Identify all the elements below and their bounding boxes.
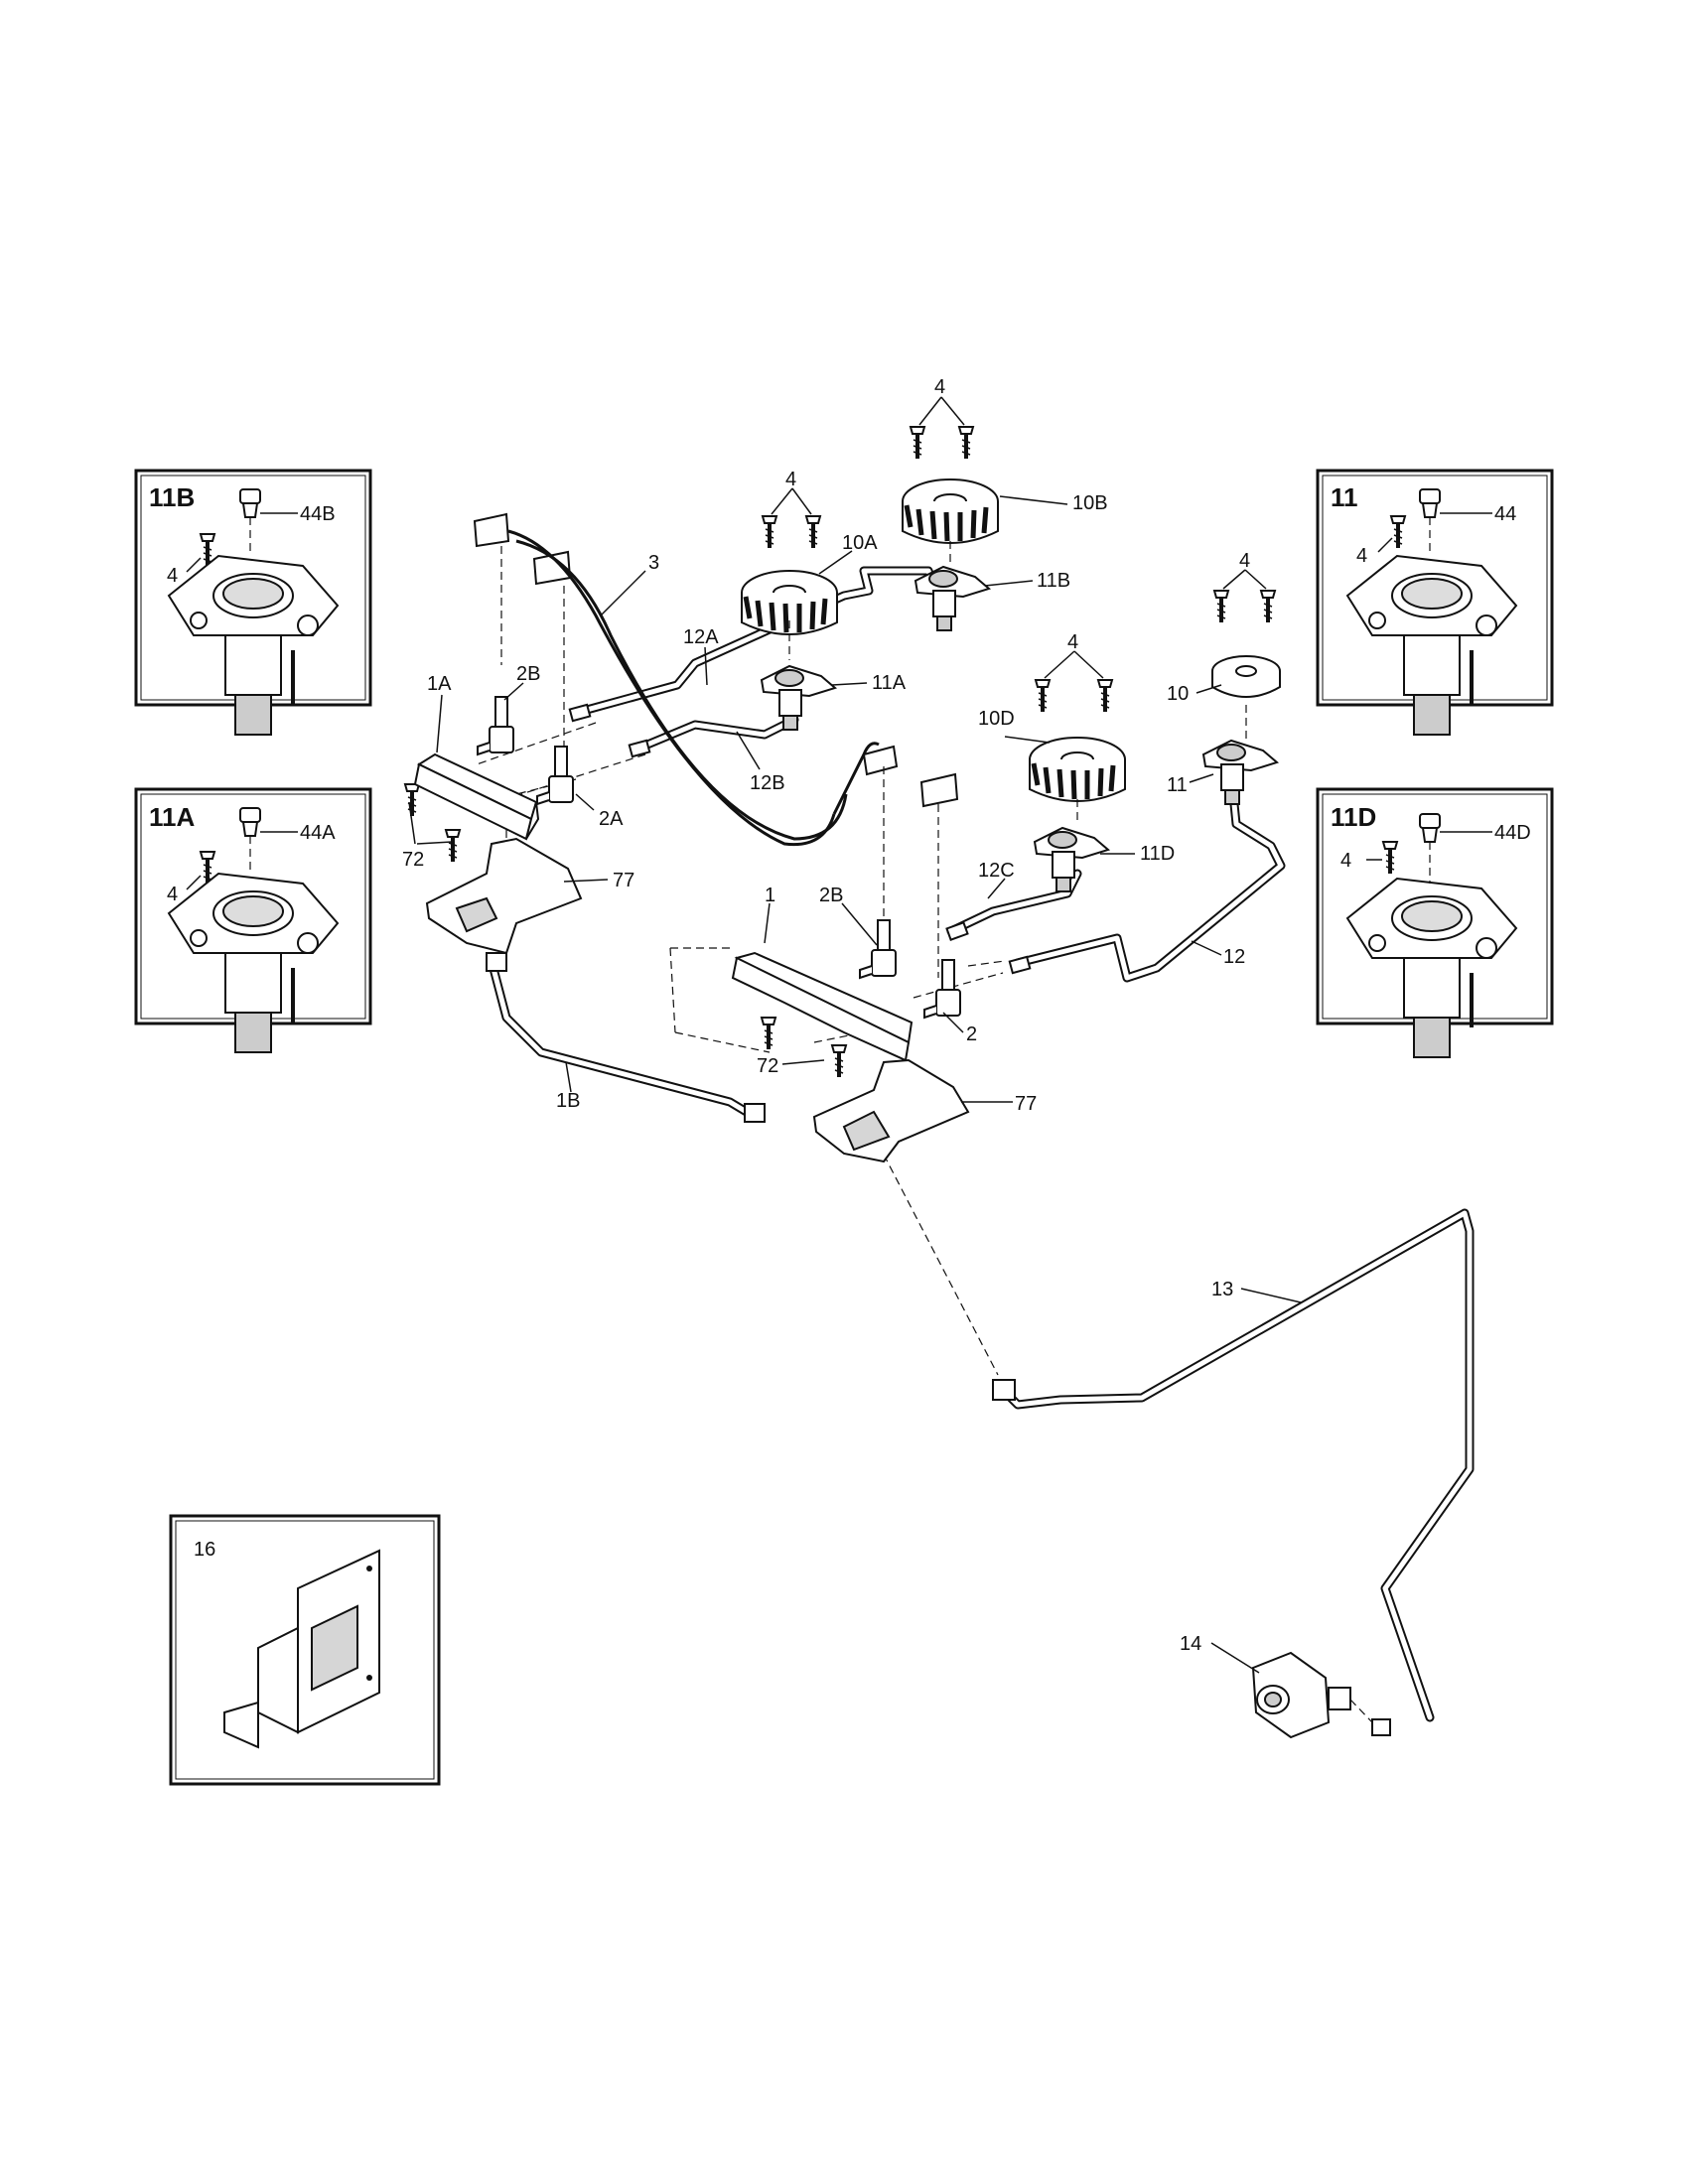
leader-lines bbox=[408, 396, 1302, 1674]
inset-11b-cap-label: 44B bbox=[300, 503, 336, 525]
label-12b: 12B bbox=[750, 772, 785, 794]
manifold-1a bbox=[413, 752, 540, 841]
label-10: 10 bbox=[1167, 683, 1189, 705]
label-10b: 10B bbox=[1072, 492, 1108, 514]
label-77-lower: 77 bbox=[1015, 1093, 1037, 1115]
label-77-upper: 77 bbox=[613, 870, 634, 891]
label-12: 12 bbox=[1223, 946, 1245, 968]
inset-11a-screw-label: 4 bbox=[167, 884, 178, 905]
label-1a: 1A bbox=[427, 673, 452, 695]
label-4-10d: 4 bbox=[1067, 631, 1078, 653]
inset-11-screw-label: 4 bbox=[1356, 545, 1367, 567]
label-11: 11 bbox=[1167, 774, 1188, 796]
inset-16: 16 bbox=[169, 1514, 441, 1786]
label-2: 2 bbox=[966, 1024, 977, 1045]
bracket-77a bbox=[425, 837, 583, 955]
tubes bbox=[487, 566, 1475, 1722]
wire-harness bbox=[473, 512, 959, 847]
burner-10b bbox=[903, 479, 998, 543]
label-3: 3 bbox=[648, 552, 659, 574]
inset-11a: 11A 44A 4 bbox=[134, 787, 372, 1054]
burner-10 bbox=[1211, 655, 1281, 698]
burner-base-11a bbox=[761, 665, 836, 731]
label-4-10: 4 bbox=[1239, 550, 1250, 572]
label-11d: 11D bbox=[1140, 843, 1175, 865]
label-13: 13 bbox=[1211, 1279, 1233, 1300]
inset-11d-screw-label: 4 bbox=[1340, 850, 1351, 872]
label-10d: 10D bbox=[978, 708, 1015, 730]
inset-11d: 11D 44D 4 bbox=[1316, 787, 1554, 1059]
inset-16-title: 16 bbox=[194, 1539, 215, 1561]
inset-11d-cap-label: 44D bbox=[1494, 822, 1531, 844]
inset-11-title: 11 bbox=[1331, 482, 1358, 512]
label-2b-upper: 2B bbox=[516, 663, 540, 685]
label-72-upper: 72 bbox=[402, 849, 424, 871]
burner-base-11b bbox=[914, 566, 990, 631]
label-11b: 11B bbox=[1037, 570, 1070, 592]
tube-fittings bbox=[486, 703, 1391, 1736]
label-72-lower: 72 bbox=[757, 1055, 778, 1077]
screws-4 bbox=[403, 425, 1277, 1079]
label-4-10a: 4 bbox=[785, 469, 796, 490]
label-10a: 10A bbox=[842, 532, 878, 554]
label-2a: 2A bbox=[599, 808, 624, 830]
label-1b: 1B bbox=[556, 1090, 580, 1112]
inset-11b: 11B 44B 4 bbox=[134, 469, 372, 737]
burner-base-11d bbox=[1034, 827, 1109, 892]
label-2b-lower: 2B bbox=[819, 885, 843, 906]
inset-11a-title: 11A bbox=[149, 802, 195, 832]
label-12c: 12C bbox=[978, 860, 1015, 882]
inset-11d-title: 11D bbox=[1331, 802, 1376, 832]
label-12a: 12A bbox=[683, 626, 719, 648]
inset-11b-screw-label: 4 bbox=[167, 565, 178, 587]
manifold-1 bbox=[731, 951, 914, 1062]
burner-base-11 bbox=[1202, 740, 1278, 805]
inset-11-cap-label: 44 bbox=[1494, 503, 1516, 525]
inset-11a-cap-label: 44A bbox=[300, 822, 336, 844]
callout-labels: 4 10B 4 10A 11B 11A 3 12A 12B 1A 2B 2A 7… bbox=[402, 376, 1250, 1655]
regulator-14 bbox=[1251, 1651, 1373, 1739]
centerlines bbox=[476, 541, 1247, 1376]
inset-11: 11 44 4 bbox=[1316, 469, 1554, 737]
label-11a: 11A bbox=[872, 672, 907, 694]
label-4-top: 4 bbox=[934, 376, 945, 398]
label-1: 1 bbox=[765, 885, 775, 906]
bracket-77b bbox=[812, 1058, 970, 1163]
inset-11b-title: 11B bbox=[149, 482, 195, 512]
label-14: 14 bbox=[1180, 1633, 1201, 1655]
burner-10d bbox=[1030, 738, 1125, 801]
